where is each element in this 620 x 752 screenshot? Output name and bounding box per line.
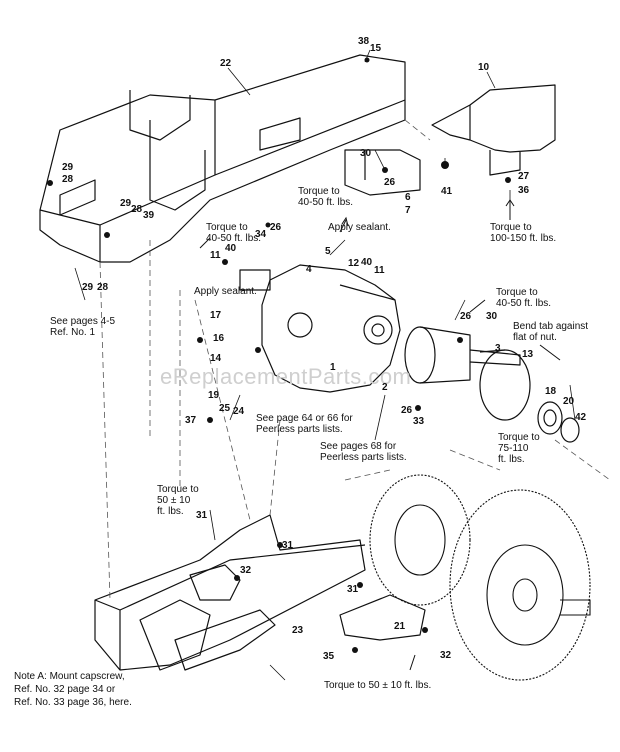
torque-note-50-10: Torque to 50 ± 10 ft. lbs. (157, 484, 199, 517)
callout-6: 6 (405, 192, 411, 203)
callout-1: 1 (330, 362, 336, 373)
torque-note-50-10-bottom: Torque to 50 ± 10 ft. lbs. (324, 680, 432, 691)
callout-7: 7 (405, 205, 411, 216)
callout-22: 22 (220, 58, 232, 69)
callout-27: 27 (518, 171, 530, 182)
callout-39: 39 (143, 210, 155, 221)
callout-36: 36 (518, 185, 530, 196)
callout-37: 37 (185, 415, 197, 426)
callout-5: 5 (325, 246, 331, 257)
note-a: Note A: Mount capscrew, Ref. No. 32 page… (14, 671, 132, 708)
callout-29: 29 (62, 162, 74, 173)
callout-40b: 40 (361, 257, 373, 268)
angle-bracket (344, 149, 421, 196)
callout-30: 30 (360, 148, 372, 159)
callout-41: 41 (441, 186, 453, 197)
callout-18: 18 (545, 386, 557, 397)
callout-33: 33 (413, 416, 425, 427)
peerless-note-68: See pages 68 for Peerless parts lists. (320, 441, 407, 463)
callout-10: 10 (478, 62, 490, 73)
callout-11b: 11 (374, 265, 385, 276)
callout-31a: 31 (196, 510, 208, 521)
callout-40: 40 (225, 243, 237, 254)
apply-sealant-note-left: Apply sealant. (194, 286, 257, 297)
callout-4: 4 (306, 264, 312, 275)
torque-note-100-150: Torque to 100-150 ft. lbs. (490, 222, 557, 244)
callout-31b: 31 (282, 540, 294, 551)
callout-29c: 29 (82, 282, 94, 293)
callout-35: 35 (323, 651, 335, 662)
callout-28b: 28 (131, 204, 143, 215)
callout-29b: 29 (120, 198, 132, 209)
callout-26c: 26 (460, 311, 472, 322)
rear-tires (369, 474, 591, 681)
callout-38: 38 (358, 36, 370, 47)
upper-right-bracket (431, 84, 556, 176)
torque-note-40-50-left: Torque to 40-50 ft. lbs. (206, 222, 262, 244)
callout-30b: 30 (486, 311, 498, 322)
torque-note-40-50-mid: Torque to 40-50 ft. lbs. (496, 287, 552, 309)
callout-24: 24 (233, 406, 245, 417)
torque-arrows (199, 199, 561, 671)
callout-11: 11 (210, 250, 221, 261)
callout-19: 19 (208, 390, 220, 401)
callout-28: 28 (62, 174, 74, 185)
hardware (47, 57, 511, 653)
callout-32b: 32 (440, 650, 452, 661)
callout-26b: 26 (270, 222, 282, 233)
callout-26: 26 (384, 177, 396, 188)
callout-17: 17 (210, 310, 222, 321)
callout-23: 23 (292, 625, 304, 636)
center-bracket (189, 564, 241, 601)
see-pages-4-5-note: See pages 4-5 Ref. No. 1 (50, 316, 116, 338)
callout-31c: 31 (347, 584, 359, 595)
callout-14: 14 (210, 353, 222, 364)
callout-21: 21 (394, 621, 406, 632)
watermark-text: eReplacementParts.com (160, 364, 412, 389)
upper-frame-rail (39, 54, 406, 263)
torque-note-75-110: Torque to 75-110 ft. lbs. (498, 432, 540, 465)
axle-hub (404, 326, 580, 443)
callout-34: 34 (255, 229, 267, 240)
bend-tab-note: Bend tab against flat of nut. (513, 321, 589, 343)
leader-lines (74, 49, 576, 681)
apply-sealant-note-right: Apply sealant. (328, 222, 391, 233)
callout-13: 13 (522, 349, 534, 360)
callout-16: 16 (213, 333, 225, 344)
peerless-note-64-66: See page 64 or 66 for Peerless parts lis… (256, 413, 353, 435)
callout-32a: 32 (240, 565, 252, 576)
callout-15: 15 (370, 43, 382, 54)
torque-note-40-50-top: Torque to 40-50 ft. lbs. (298, 186, 354, 208)
lower-frame-rail (94, 514, 366, 671)
transaxle (239, 264, 401, 393)
callout-26d: 26 (401, 405, 413, 416)
lower-bracket (339, 594, 426, 641)
callout-28c: 28 (97, 282, 109, 293)
callout-20: 20 (563, 396, 575, 407)
callout-12: 12 (348, 258, 360, 269)
callout-3: 3 (495, 343, 501, 354)
guide-lines (99, 119, 611, 601)
callout-42: 42 (575, 412, 587, 423)
callout-25: 25 (219, 403, 231, 414)
callout-2: 2 (382, 382, 388, 393)
